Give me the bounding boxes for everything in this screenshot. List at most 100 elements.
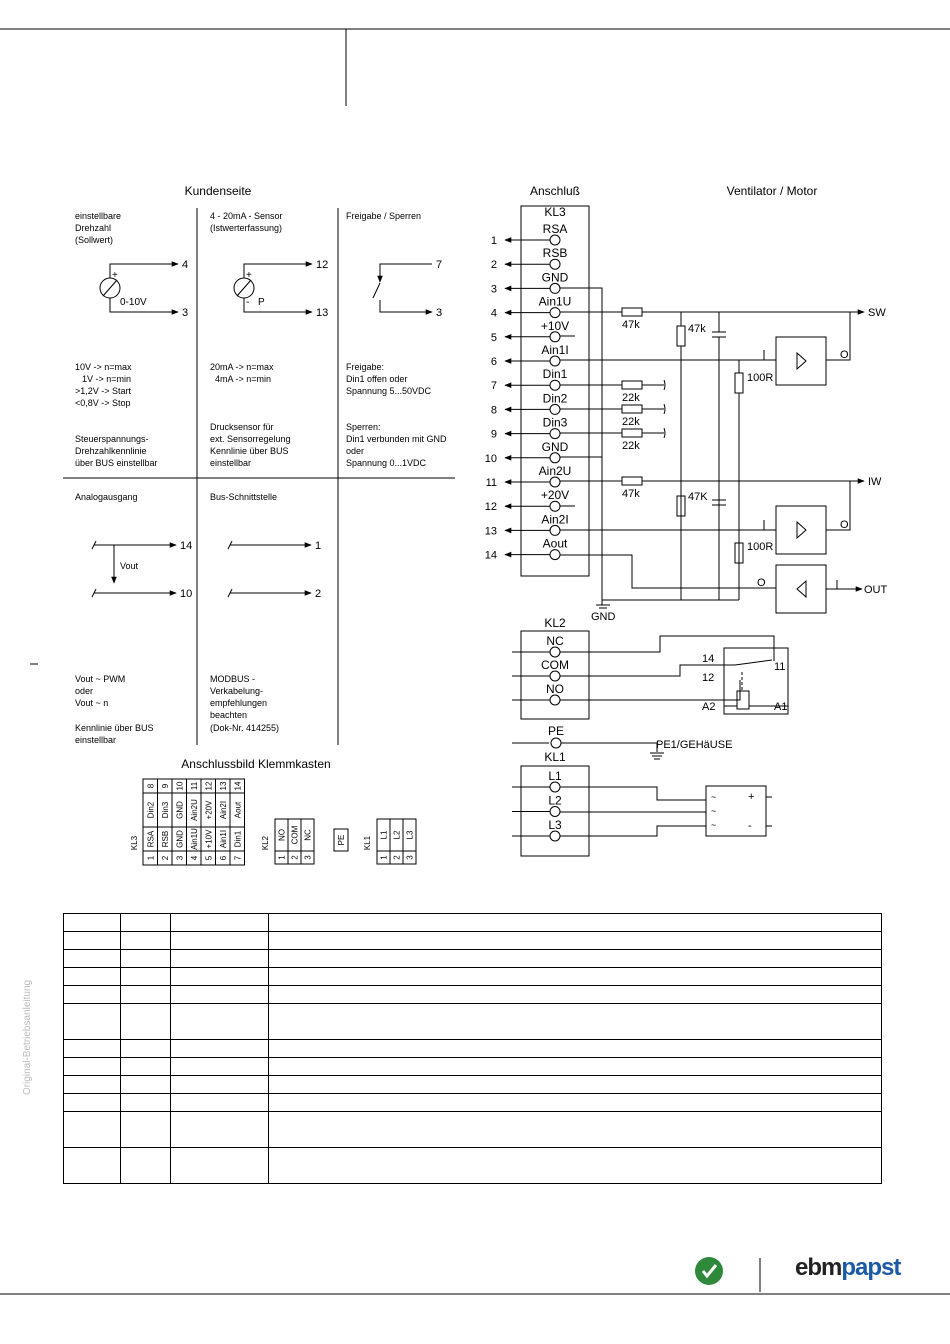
- c2-plus: +: [246, 270, 252, 281]
- label-iw: IW: [868, 476, 882, 488]
- kl3-pin-label: RSB: [543, 246, 568, 260]
- kl3-pin-num: 14: [485, 550, 497, 562]
- kl3-pin-circle: [549, 549, 561, 561]
- tb-num: 1: [380, 855, 389, 860]
- label-o1: O: [840, 349, 849, 361]
- c3-b1: Sperren:: [346, 422, 381, 432]
- kl3-pin-circle: [549, 500, 561, 512]
- tb-label: RSB: [161, 831, 170, 847]
- tb-kl1-3: L33: [402, 818, 417, 865]
- kl3-pin-label: Ain2U: [539, 464, 572, 478]
- kl3-pin-circle: [549, 258, 561, 270]
- kl3-pin-num: 7: [491, 380, 497, 392]
- r-22k-3: 22k: [622, 440, 640, 452]
- c5-pin-top: 1: [315, 540, 321, 552]
- c1-a3: >1,2V -> Start: [75, 386, 132, 396]
- tb-label: COM: [291, 825, 300, 844]
- tb-label: RSA: [146, 830, 155, 847]
- kl3-pin-label: RSA: [543, 222, 568, 236]
- kl1-pin-l1: L1: [512, 769, 562, 793]
- tb-num: 7: [233, 855, 242, 860]
- tb-kl1-1: L1 1: [376, 818, 391, 865]
- logo-part2: papst: [841, 1254, 901, 1281]
- kl2-pin-label: NC: [546, 634, 564, 648]
- tb-num: 3: [406, 855, 415, 860]
- tb-label: Aout: [233, 801, 242, 818]
- tb-label: GND: [175, 830, 184, 848]
- side-text: Original-Betriebsanleitung: [22, 979, 33, 1095]
- kl3-pin-label: GND: [542, 270, 569, 284]
- tb-num: 1: [146, 855, 155, 860]
- tb-label: Ain2I: [219, 801, 228, 819]
- tb-label: Ain1I: [219, 830, 228, 848]
- tb-label: Din2: [146, 801, 155, 818]
- c4-b4: Kennlinie über BUS: [75, 723, 154, 733]
- kl3-pin-circle: [549, 524, 561, 536]
- tb-num: 11: [190, 781, 199, 790]
- tb-num: 5: [204, 855, 213, 860]
- c4-b3: Vout ~ n: [75, 698, 108, 708]
- kl2-pin-no: NO: [512, 682, 564, 706]
- kl3-pin-label: Ain1U: [539, 295, 572, 309]
- kl3-pin-num: 13: [485, 525, 497, 537]
- customer-grid: [63, 208, 455, 745]
- kl3-pin-circle: [549, 428, 561, 440]
- tb-num: 14: [233, 781, 242, 790]
- tb-label: +20V: [204, 800, 213, 820]
- rectifier: [560, 785, 772, 837]
- kl2-pin-label: NO: [546, 682, 564, 696]
- kl2-pin-nc: NC: [512, 634, 564, 658]
- tb-kl2-label: KL2: [261, 835, 270, 850]
- c5-pin-bot: 2: [315, 588, 321, 600]
- c4-b5: einstellbar: [75, 735, 116, 745]
- tb-pe-label: PE: [337, 835, 346, 846]
- kl1-pin-label: L1: [548, 769, 562, 783]
- header-connection: Anschluß: [530, 184, 580, 198]
- tb-num: 3: [304, 855, 313, 860]
- tb-num: 13: [219, 781, 228, 790]
- c3-b3: oder: [346, 446, 364, 456]
- c3-a2: Din1 offen oder: [346, 374, 407, 384]
- c3-a3: Spannung 5...50VDC: [346, 386, 432, 396]
- kl3-pin-num: 9: [491, 429, 497, 441]
- c5-circuit: [227, 540, 312, 598]
- c5-b5: (Dok-Nr. 414255): [210, 723, 279, 733]
- header-fan: Ventilator / Motor: [727, 184, 818, 198]
- blank-table: [63, 913, 882, 1184]
- tb-label: L2: [393, 830, 402, 839]
- kl3-pin-num: 4: [491, 308, 497, 320]
- kl3-pin-circle: [549, 355, 561, 367]
- kl3-pin-label: Ain2I: [541, 512, 568, 526]
- kl1-pin-l3: L3: [512, 818, 562, 842]
- tb-label: Ain2U: [190, 799, 199, 821]
- kl1-pin-circle: [549, 806, 561, 817]
- kl3-pin-1: RSA 1: [491, 222, 567, 247]
- relay-11: 11: [774, 661, 785, 673]
- rect-plus: +: [748, 791, 754, 803]
- kl3-pin-num: 1: [491, 235, 497, 247]
- tb-label: Ain1U: [190, 828, 199, 850]
- c2-title2: (Istwerterfassung): [210, 223, 282, 233]
- pe-label: PE: [548, 724, 564, 738]
- r-47k-4: 47K: [688, 491, 708, 503]
- tb-kl3-bot-1: RSA 1: [142, 826, 158, 866]
- kl3-pin-num: 10: [485, 453, 497, 465]
- tb-label: L1: [380, 830, 389, 839]
- kl1-pin-circle: [549, 781, 561, 793]
- tb-cell: [229, 826, 245, 866]
- tb-label: GND: [175, 801, 184, 819]
- kl3-pin-circle: [549, 234, 561, 246]
- kl2-box: [520, 630, 590, 720]
- label-o3: O: [757, 577, 766, 589]
